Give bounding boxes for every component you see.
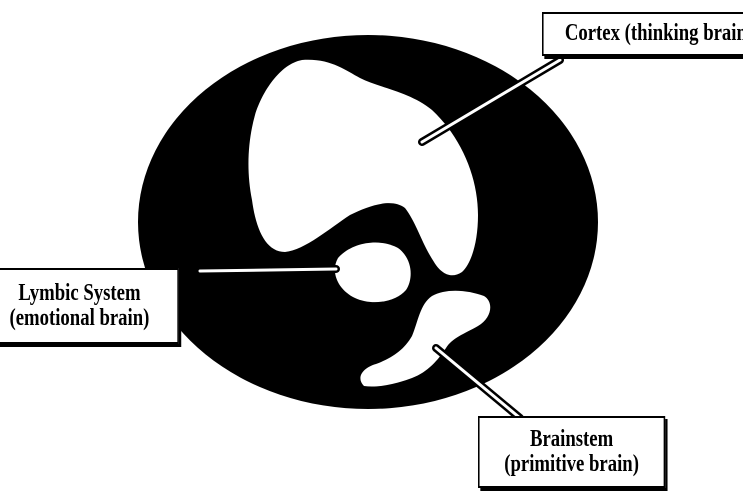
limbic-label-line-1: Lymbic System: [18, 281, 140, 306]
limbic-label-line-2: (emotional brain): [10, 306, 150, 331]
brainstem-label: Brainstem (primitive brain): [478, 416, 665, 488]
cortex-label-text: Cortex (thinking brain): [565, 21, 743, 46]
brainstem-label-line-1: Brainstem: [530, 427, 613, 452]
limbic-label: Lymbic System (emotional brain): [0, 268, 179, 344]
brainstem-label-line-2: (primitive brain): [504, 452, 639, 477]
limbic-pointer-line-inner: [200, 269, 336, 271]
cortex-label: Cortex (thinking brain): [542, 12, 743, 56]
